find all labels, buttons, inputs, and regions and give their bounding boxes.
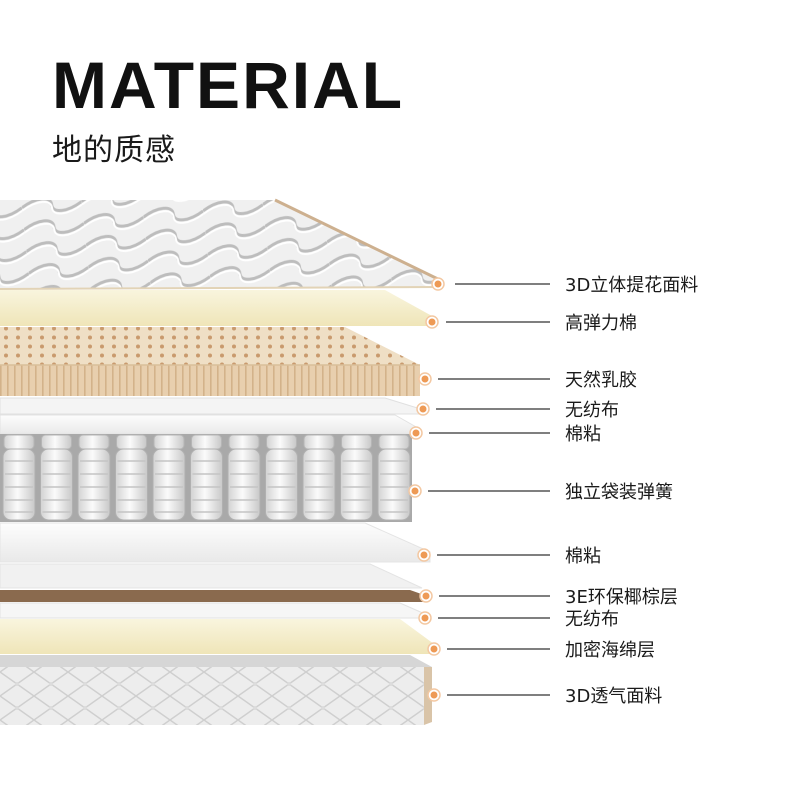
callout-coconut-palm: 3E环保椰棕层 (419, 587, 678, 608)
callout-dot-core (430, 645, 438, 653)
page-subtitle: 地的质感 (52, 133, 176, 168)
callout-cotton-viscose-lower: 棉粘 (417, 546, 601, 567)
layer-dense-sponge (0, 619, 434, 654)
callout-dot-core (411, 487, 419, 495)
layer-non-woven-lower (0, 602, 426, 619)
callout-label: 3E环保椰棕层 (565, 587, 678, 608)
layer-coconut-palm (0, 590, 427, 602)
callout-dot-core (421, 614, 429, 622)
layer-breathable-fabric (0, 655, 432, 725)
callout-label: 3D透气面料 (565, 686, 662, 707)
callout-label: 无纺布 (565, 400, 619, 421)
callout-natural-latex: 天然乳胶 (418, 370, 637, 391)
callout-label: 3D立体提花面料 (565, 275, 698, 296)
callout-jacquard-fabric: 3D立体提花面料 (431, 275, 698, 296)
callout-dot-core (428, 318, 436, 326)
callout-label: 加密海绵层 (565, 640, 655, 661)
callout-dense-sponge: 加密海绵层 (427, 640, 655, 661)
layer-non-woven-upper (0, 397, 425, 415)
callout-dot-core (419, 405, 427, 413)
callout-label: 棉粘 (565, 546, 601, 567)
layer-pocket-springs (0, 434, 412, 522)
callout-dot-core (422, 592, 430, 600)
layer-jacquard-fabric (0, 198, 441, 290)
layer-cotton-viscose-lower (0, 522, 431, 589)
callout-breathable-fabric: 3D透气面料 (427, 686, 662, 707)
callout-pocket-springs: 独立袋装弹簧 (408, 482, 673, 503)
callout-label: 天然乳胶 (565, 370, 637, 391)
layer-natural-latex (0, 327, 420, 396)
callout-non-woven-lower: 无纺布 (418, 609, 619, 630)
callout-high-elastic-cotton: 高弹力棉 (425, 313, 637, 334)
callout-dot-core (420, 551, 428, 559)
page-title: MATERIAL (52, 48, 405, 122)
callout-dot-core (421, 375, 429, 383)
callout-cotton-viscose-upper: 棉粘 (409, 424, 601, 445)
callout-dot-core (430, 691, 438, 699)
callout-label: 棉粘 (565, 424, 601, 445)
layer-high-elastic-cotton (0, 290, 432, 326)
callout-non-woven-upper: 无纺布 (416, 400, 619, 421)
callout-dot-core (412, 429, 420, 437)
callout-dot-core (434, 280, 442, 288)
callout-label: 无纺布 (565, 609, 619, 630)
callout-label: 高弹力棉 (565, 313, 637, 334)
layer-cotton-viscose-upper (0, 414, 419, 435)
callout-label: 独立袋装弹簧 (565, 482, 673, 503)
